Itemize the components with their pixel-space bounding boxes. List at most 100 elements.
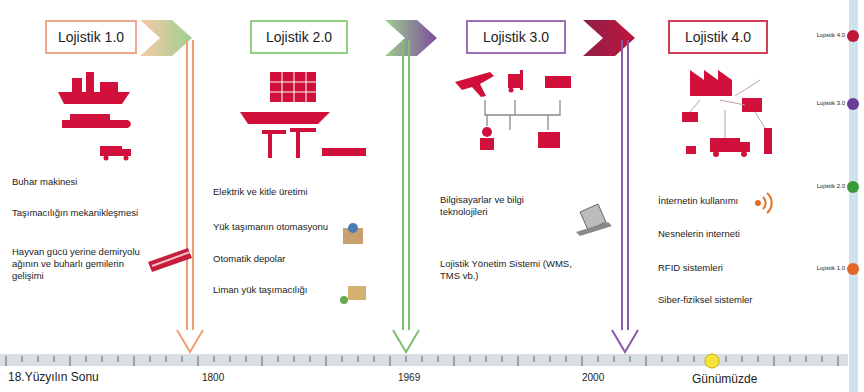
timeline-bar (0, 354, 848, 366)
time-label: 2000 (582, 372, 604, 385)
tick (70, 356, 71, 366)
tick (86, 356, 87, 362)
level-label: Lojistik 3.0 (817, 100, 845, 108)
tick (550, 356, 551, 362)
tick (438, 356, 439, 362)
time-label: 1969 (398, 372, 420, 385)
tick (774, 356, 775, 366)
tick (726, 356, 727, 362)
port-icons (240, 72, 366, 158)
tick (790, 356, 791, 362)
level-dot (847, 98, 859, 110)
header-text: Lojistik 3.0 (483, 29, 549, 45)
tick (374, 356, 375, 362)
now-marker (705, 354, 719, 368)
stage-header: Lojistik 2.0 (250, 20, 348, 54)
tick (294, 356, 295, 362)
tick (230, 356, 231, 362)
level-dot (847, 263, 859, 275)
network-lines (485, 100, 560, 130)
tick (150, 356, 151, 362)
feature-text: Yük taşımanın otomasyonu (213, 221, 328, 233)
feature-text: İnternetin kullanımı (658, 195, 738, 207)
level-label: Lojistik 2.0 (817, 183, 845, 191)
tick (182, 356, 183, 362)
tick (678, 356, 679, 362)
logistics-icons (455, 70, 571, 150)
smart-logistics-icons (682, 70, 772, 157)
tick (646, 356, 647, 366)
stage-header: Lojistik 1.0 (45, 20, 137, 54)
time-arrow (177, 40, 203, 352)
feature-text: Taşımacılığın mekanikleşmesi (12, 207, 138, 219)
feature-text: Bilgisayarlar ve bilgi teknolojileri (440, 194, 560, 218)
feature-text: Lojistik Yönetim Sistemi (WMS, TMS vb.) (440, 258, 590, 282)
tick (662, 356, 663, 362)
tick (838, 356, 839, 366)
tick (486, 356, 487, 362)
tick (22, 356, 23, 362)
tick (822, 356, 823, 362)
tick (102, 356, 103, 362)
tick (134, 356, 135, 366)
feature-text: Siber-fiziksel sistemler (658, 294, 753, 306)
tick (118, 356, 119, 362)
feature-text: Elektrik ve kitle üretimi (213, 186, 308, 198)
time-label: 18.Yüzyılın Sonu (8, 370, 99, 385)
header-text: Lojistik 2.0 (266, 29, 332, 45)
tick (326, 356, 327, 366)
transport-icons (58, 72, 131, 161)
header-text: Lojistik 1.0 (58, 29, 124, 45)
level-dot (847, 181, 859, 193)
tick (502, 356, 503, 362)
tick (54, 356, 55, 362)
feature-text: Hayvan gücü yerine demiryolu ağının ve b… (12, 246, 154, 282)
tick (454, 356, 455, 366)
tick (166, 356, 167, 362)
chevron (140, 20, 192, 56)
tick (630, 356, 631, 362)
feature-text: RFID sistemleri (658, 262, 723, 274)
tick (6, 356, 7, 366)
tick (518, 356, 519, 366)
level-dot (847, 30, 859, 42)
tick (390, 356, 391, 366)
wifi-icon (756, 193, 772, 213)
tick (198, 356, 199, 366)
header-text: Lojistik 4.0 (685, 29, 751, 45)
tick (694, 356, 695, 362)
tick (742, 356, 743, 362)
feature-text: Liman yük taşımacılığı (213, 284, 308, 296)
tick (310, 356, 311, 362)
stage-header: Lojistik 4.0 (668, 20, 768, 54)
laptop-icon (576, 204, 612, 236)
time-label: Günümüzde (692, 372, 757, 387)
tick (278, 356, 279, 362)
robot-icon (343, 223, 363, 244)
feature-text: Otomatik depolar (213, 253, 285, 265)
level-label: Lojistik 1.0 (817, 265, 845, 273)
chevron (385, 20, 437, 56)
time-label: 1800 (202, 372, 224, 385)
side-bar (849, 0, 858, 392)
tick (406, 356, 407, 362)
time-arrow (612, 40, 638, 352)
level-label: Lojistik 4.0 (817, 32, 845, 40)
feature-text: Nesnelerin interneti (658, 228, 740, 240)
tick (214, 356, 215, 362)
tick (534, 356, 535, 362)
tick (262, 356, 263, 366)
tick (566, 356, 567, 362)
tick (422, 356, 423, 362)
tick (38, 356, 39, 362)
time-arrow (393, 40, 419, 352)
tick (470, 356, 471, 362)
tick (806, 356, 807, 362)
tick (758, 356, 759, 362)
tick (614, 356, 615, 362)
box-icon (340, 286, 366, 304)
stage-header: Lojistik 3.0 (466, 20, 566, 54)
tick (342, 356, 343, 362)
feature-text: Buhar makinesi (12, 176, 77, 188)
tick (582, 356, 583, 366)
